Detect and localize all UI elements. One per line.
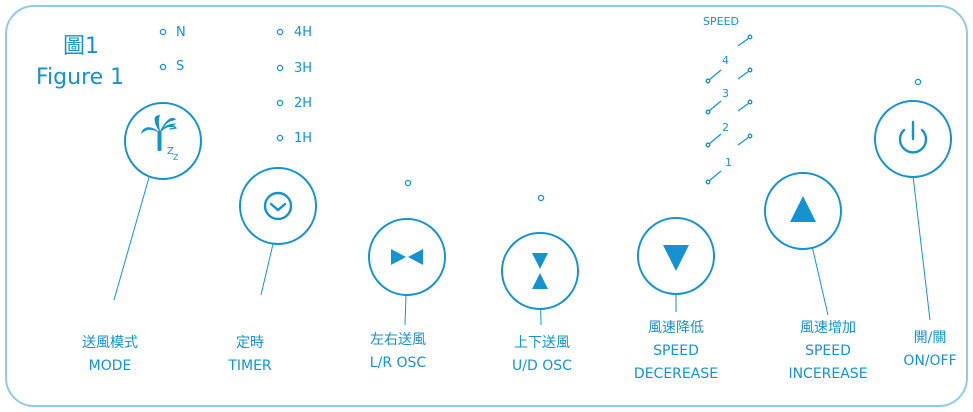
ud-osc-button[interactable] — [501, 232, 579, 310]
lr-osc-indicator-dot — [404, 179, 412, 187]
speed-switch-dot — [747, 34, 753, 40]
lr-osc-caption-en: L/R OSC — [370, 355, 427, 371]
svg-text:Z: Z — [173, 153, 179, 162]
speed-switch-segment — [737, 136, 750, 146]
power-caption-zh: 開/關 — [914, 330, 947, 346]
speed-switch-dot — [705, 142, 711, 148]
timer-indicator-dot — [276, 134, 284, 142]
timer-indicator-dot — [276, 99, 284, 107]
speed-up-button[interactable] — [764, 172, 842, 250]
speed-switch-dot — [705, 179, 711, 185]
speed-switch-segment — [708, 133, 722, 145]
speed-scale-title: SPEED — [703, 15, 739, 28]
power-leader-line — [912, 175, 931, 321]
timer-indicator-label: 3H — [294, 61, 312, 76]
triangle-up-icon — [790, 196, 816, 222]
speed-up-caption: 風速增加 SPEED INCEREASE — [788, 320, 867, 382]
speed-switch-segment — [708, 170, 722, 182]
mode-button[interactable]: Z Z — [124, 102, 202, 180]
speed-up-caption-zh: 風速增加 — [800, 320, 856, 336]
speed-level-label: 4 — [722, 54, 729, 67]
timer-indicator-label: 2H — [294, 96, 312, 111]
speed-level-label: 2 — [722, 121, 729, 134]
timer-caption: 定時 TIMER — [227, 335, 272, 374]
mode-leader-line — [113, 159, 155, 301]
timer-indicator-label: 1H — [294, 131, 312, 146]
vertical-oscillation-icon — [532, 253, 548, 289]
figure-title-zh: 圖1 — [63, 34, 99, 59]
clock-icon — [263, 191, 293, 221]
triangle-down-icon — [663, 245, 689, 271]
speed-up-caption-en1: SPEED — [805, 343, 851, 359]
timer-indicators: 4H 3H 2H 1H — [276, 25, 312, 146]
speed-switch-dot — [705, 109, 711, 115]
power-caption: 開/關 ON/OFF — [903, 330, 956, 369]
svg-text:Z: Z — [167, 146, 174, 157]
power-button[interactable] — [874, 100, 952, 178]
mode-indicators: N S — [159, 25, 186, 74]
speed-level-label: 1 — [725, 156, 732, 169]
figure-title-en: Figure 1 — [36, 65, 124, 90]
speed-switch-segment — [737, 70, 750, 80]
speed-switch-dot — [747, 67, 753, 73]
speed-switch-segment — [737, 37, 750, 47]
power-indicator-dot — [914, 78, 922, 86]
timer-caption-zh: 定時 — [236, 335, 264, 351]
speed-down-button[interactable] — [637, 217, 715, 295]
speed-down-caption-en1: SPEED — [653, 343, 699, 359]
speed-level-label: 3 — [722, 87, 729, 100]
ud-osc-caption-en: U/D OSC — [512, 358, 572, 374]
ud-osc-caption: 上下送風 U/D OSC — [512, 335, 572, 374]
power-caption-en: ON/OFF — [903, 353, 956, 369]
speed-scale: SPEED 4 3 2 1 — [703, 15, 753, 185]
mode-caption: 送風模式 MODE — [82, 335, 138, 374]
palm-tree-sleep-icon: Z Z — [141, 115, 179, 162]
speed-switch-dot — [705, 78, 711, 84]
speed-down-caption-en2: DECEREASE — [634, 366, 718, 382]
mode-indicator-dot — [159, 28, 167, 36]
speed-switch-segment — [737, 102, 750, 112]
timer-indicator-dot — [276, 64, 284, 72]
panel-outline — [5, 5, 968, 407]
lr-osc-button[interactable] — [368, 218, 446, 296]
mode-indicator-dot — [159, 63, 167, 71]
ud-osc-caption-zh: 上下送風 — [514, 335, 570, 351]
mode-indicator-label: S — [176, 59, 184, 74]
speed-down-caption-zh: 風速降低 — [648, 320, 704, 336]
speed-down-caption: 風速降低 SPEED DECEREASE — [634, 320, 718, 382]
timer-indicator-dot — [276, 28, 284, 36]
timer-button[interactable] — [239, 167, 317, 245]
lr-osc-caption: 左右送風 L/R OSC — [370, 332, 427, 371]
horizontal-oscillation-icon — [391, 249, 423, 265]
mode-caption-en: MODE — [89, 358, 132, 374]
speed-switch-dot — [747, 99, 753, 105]
speed-up-caption-en2: INCEREASE — [788, 366, 867, 382]
mode-indicator-label: N — [176, 25, 186, 40]
power-icon — [898, 120, 928, 154]
ud-osc-indicator-dot — [537, 194, 545, 202]
speed-switch-segment — [708, 69, 722, 81]
timer-indicator-label: 4H — [294, 25, 312, 40]
mode-caption-zh: 送風模式 — [82, 335, 138, 351]
timer-caption-en: TIMER — [227, 358, 272, 374]
lr-osc-caption-zh: 左右送風 — [370, 332, 426, 348]
speed-switch-dot — [747, 133, 753, 139]
speed-switch-segment — [708, 100, 722, 112]
